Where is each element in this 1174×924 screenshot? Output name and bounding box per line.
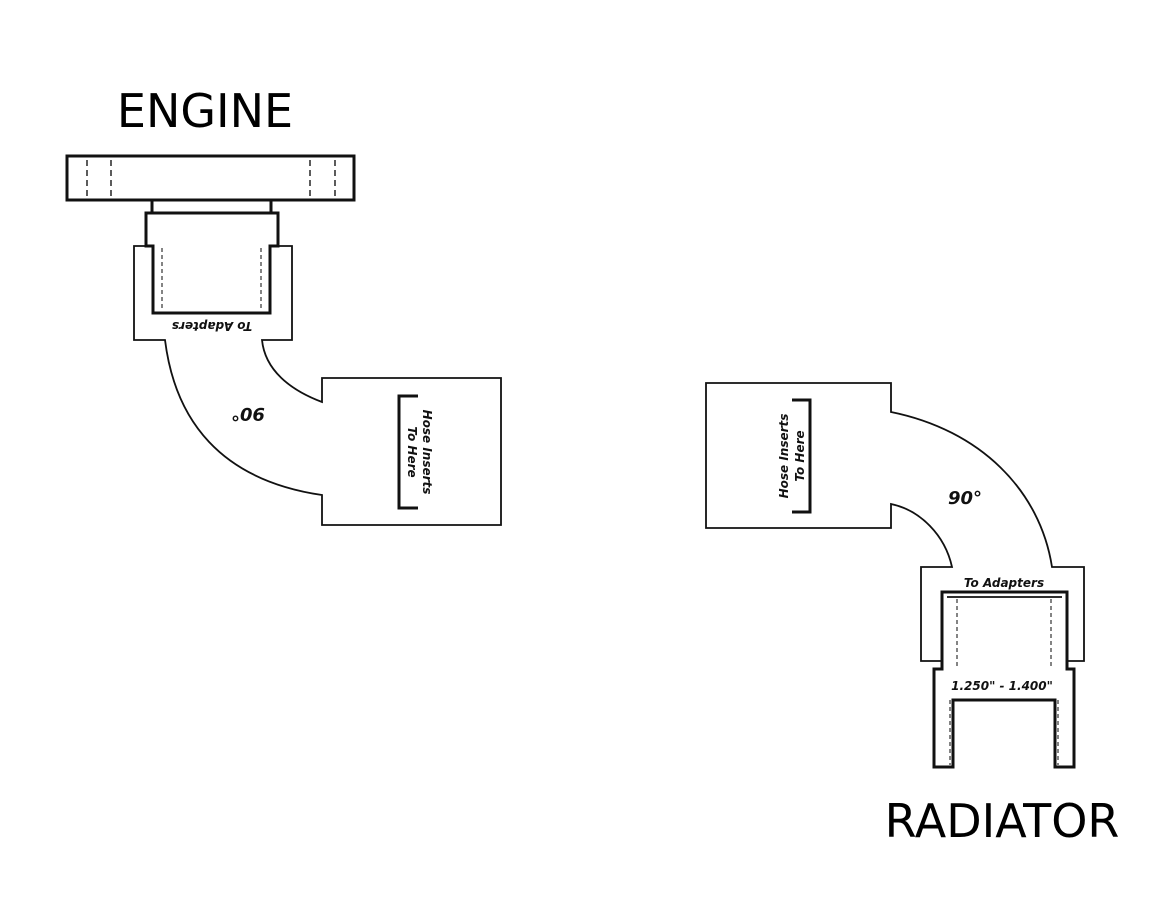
engine-hose-bracket	[397, 394, 418, 510]
engine-assembly: ENGINE To Adapters 90° Hose Inserts To H…	[65, 84, 502, 526]
engine-adapter-label: To Adapters	[172, 319, 252, 333]
engine-hose-label-line2: To Here	[405, 426, 419, 477]
engine-outlet-neck	[150, 198, 273, 215]
radiator-angle-label: 90°	[948, 488, 982, 509]
radiator-size-range-label: 1.250" - 1.400"	[951, 679, 1053, 693]
radiator-hose-bracket	[792, 398, 812, 514]
radiator-assembly: To Adapters 1.250" - 1.400" 90° Hose Ins…	[705, 382, 1120, 848]
engine-hose-label-line1: Hose Inserts	[420, 410, 434, 495]
radiator-hose-label-line1: Hose Inserts	[777, 414, 791, 499]
engine-elbow-body	[133, 245, 502, 526]
radiator-adapter-label: To Adapters	[964, 576, 1044, 590]
engine-flange-plate	[65, 154, 356, 202]
radiator-heading: RADIATOR	[885, 794, 1120, 848]
radiator-hose-label-line2: To Here	[793, 430, 807, 481]
engine-adapter-insert	[144, 211, 280, 315]
radiator-adapter-insert	[932, 590, 1076, 769]
engine-heading: ENGINE	[117, 84, 293, 138]
engine-angle-label: 90°	[231, 403, 265, 424]
